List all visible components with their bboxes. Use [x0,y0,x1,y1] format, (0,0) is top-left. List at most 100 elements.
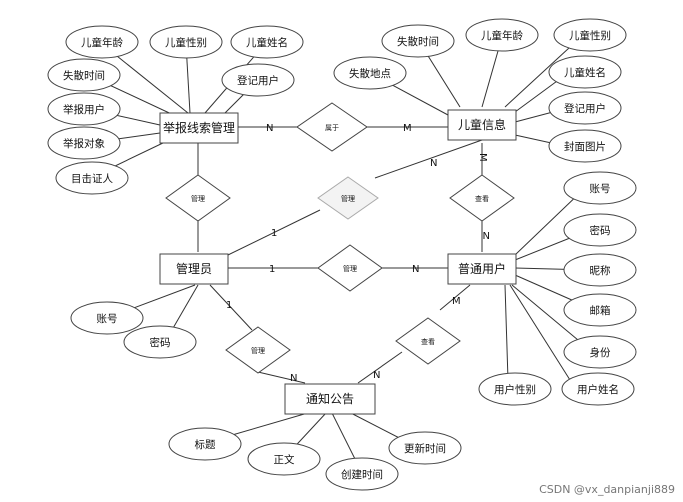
svg-text:失散时间: 失散时间 [397,35,439,48]
relationship-manage-clue: 管理 [165,174,231,222]
svg-text:通知公告: 通知公告 [306,392,354,406]
svg-text:查看: 查看 [475,194,489,203]
attribute-user-nickname: 昵称 [563,253,637,287]
card-notice-from-admin: N [290,373,297,384]
card-notice-from-user: N [373,370,380,381]
svg-text:管理员: 管理员 [176,261,212,276]
attribute-user-account: 账号 [563,171,637,205]
attribute-lost-place: 失散地点 [333,56,407,90]
svg-text:儿童性别: 儿童性别 [569,29,611,42]
svg-text:儿童信息: 儿童信息 [458,117,506,132]
svg-text:账号: 账号 [590,183,611,195]
card-user-rel: N [412,264,419,275]
svg-text:更新时间: 更新时间 [404,442,446,455]
svg-text:管理: 管理 [251,346,265,355]
svg-text:管理: 管理 [191,194,205,203]
attribute-cover-image: 封面图片 [548,129,622,163]
svg-text:密码: 密码 [150,336,171,349]
attribute-lost-time-2: 失散时间 [381,24,455,58]
svg-text:目击证人: 目击证人 [71,173,113,185]
attribute-admin-password: 密码 [123,325,197,359]
svg-text:失散时间: 失散时间 [63,69,105,82]
svg-text:账号: 账号 [97,313,118,325]
entity-notice: 通知公告 [284,383,376,415]
connector [209,284,253,331]
svg-text:昵称: 昵称 [590,264,611,277]
svg-text:登记用户: 登记用户 [237,74,279,87]
svg-text:封面图片: 封面图片 [564,140,606,153]
svg-text:用户性别: 用户性别 [494,383,536,396]
connector [331,412,359,466]
entity-child-info: 儿童信息 [447,109,517,141]
svg-text:管理: 管理 [341,194,355,203]
svg-text:儿童年龄: 儿童年龄 [481,29,523,42]
entity-user: 普通用户 [447,253,517,285]
attribute-notice-created: 创建时间 [325,457,399,491]
attribute-child-gender: 儿童性别 [149,25,223,59]
connector [504,284,509,381]
attribute-notice-body: 正文 [247,442,321,476]
card-child-view: M [477,153,488,162]
attribute-user-gender: 用户性别 [478,372,552,406]
connector [357,351,403,384]
attribute-user-name: 用户姓名 [561,372,635,406]
svg-text:儿童性别: 儿童性别 [165,36,207,49]
svg-text:标题: 标题 [195,439,216,451]
card-clue-belongs: N [266,123,273,134]
card-view-user: N [483,229,490,240]
relationship-manage-notice: 管理 [225,326,291,374]
svg-text:创建时间: 创建时间 [341,468,383,481]
attribute-admin-account: 账号 [70,301,144,335]
svg-text:举报线索管理: 举报线索管理 [163,120,235,135]
attribute-witness: 目击证人 [55,161,129,195]
attribute-register-user-2: 登记用户 [548,91,622,125]
relationship-belongs: 属于 [296,102,368,152]
svg-text:属于: 属于 [325,124,339,132]
attribute-child-name: 儿童姓名 [230,25,304,59]
connector [257,371,306,384]
svg-text:儿童姓名: 儿童姓名 [564,66,606,79]
svg-text:儿童年龄: 儿童年龄 [81,36,123,49]
svg-text:管理: 管理 [343,264,357,273]
attribute-child-gender-2: 儿童性别 [553,18,627,52]
attribute-child-age-2: 儿童年龄 [465,18,539,52]
card-child-manage: N [430,158,437,169]
attribute-user-identity: 身份 [563,335,637,369]
attribute-notice-updated: 更新时间 [388,431,462,465]
relationship-manage-child: 管理 [317,176,379,220]
entity-report-clue: 举报线索管理 [159,112,239,144]
entity-admin: 管理员 [159,253,229,285]
svg-text:查看: 查看 [421,337,435,346]
attribute-report-user: 举报用户 [47,92,121,126]
card-belongs-child: M [403,123,412,134]
svg-text:普通用户: 普通用户 [458,261,506,276]
svg-text:失散地点: 失散地点 [349,67,391,80]
svg-text:用户姓名: 用户姓名 [577,383,619,396]
svg-text:正文: 正文 [274,453,295,466]
svg-text:邮箱: 邮箱 [590,304,611,317]
attribute-child-name-2: 儿童姓名 [548,55,622,89]
connector [227,209,321,256]
svg-text:身份: 身份 [590,346,611,359]
card-admin-user: 1 [269,264,275,275]
attribute-notice-title: 标题 [168,427,242,461]
svg-text:举报对象: 举报对象 [63,137,105,150]
svg-text:举报用户: 举报用户 [63,103,105,116]
relationship-view-child: 查看 [449,174,515,222]
attribute-register-user: 登记用户 [221,63,295,97]
attribute-user-password: 密码 [563,213,637,247]
attribute-lost-time: 失散时间 [47,58,121,92]
relationship-view-notice: 查看 [395,317,461,365]
card-user-notice: M [452,296,461,307]
svg-text:儿童姓名: 儿童姓名 [246,36,288,49]
svg-text:登记用户: 登记用户 [564,102,606,115]
card-admin-manage-child: 1 [271,228,277,239]
card-admin-notice: 1 [226,300,232,311]
relationship-manage-user: 管理 [317,244,383,292]
connector [374,139,483,179]
attribute-report-target: 举报对象 [47,126,121,160]
attribute-child-age: 儿童年龄 [65,25,139,59]
connector [509,284,571,381]
watermark: CSDN @vx_dan​pianji889 [539,483,675,496]
